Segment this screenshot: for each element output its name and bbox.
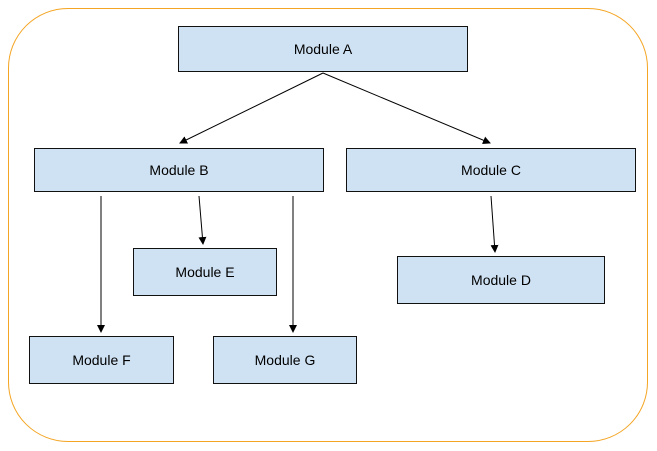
edge-c-to-d [490, 195, 499, 253]
node-label: Module C [461, 162, 521, 178]
node-label: Module F [72, 352, 131, 368]
node-label: Module G [254, 352, 316, 368]
node-label: Module D [471, 272, 531, 288]
node-module-d: Module D [397, 256, 605, 304]
node-module-b: Module B [34, 148, 324, 192]
node-label: Module A [293, 41, 353, 57]
node-module-c: Module C [346, 148, 636, 192]
node-module-f: Module F [29, 336, 174, 384]
edge-a-to-c [322, 72, 491, 144]
node-module-e: Module E [133, 248, 277, 296]
edge-a-to-b [179, 72, 324, 144]
node-module-a: Module A [178, 26, 468, 72]
diagram-frame [8, 8, 648, 442]
node-module-g: Module G [213, 336, 357, 384]
edge-b-to-e [198, 195, 207, 245]
node-label: Module E [175, 264, 235, 280]
node-label: Module B [149, 162, 209, 178]
